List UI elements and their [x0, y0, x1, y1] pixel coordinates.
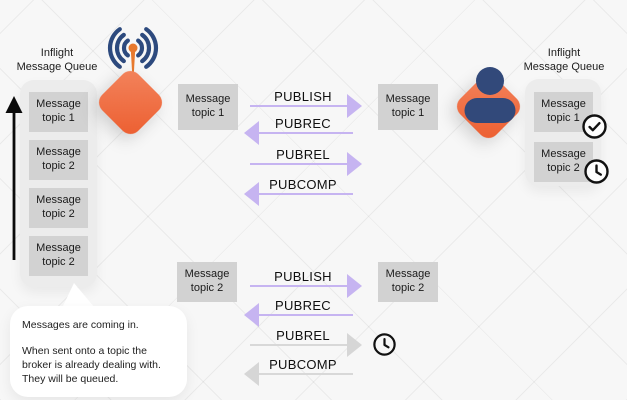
wifi-antenna-icon: [107, 27, 159, 74]
receiver-message-box: Message topic 1: [378, 84, 438, 130]
right-queue-title: Inflight Message Queue: [523, 47, 605, 73]
broker-node: [94, 66, 167, 139]
speech-bubble-tail: [62, 283, 95, 308]
flow-arrow-pubrec: PUBREC: [240, 298, 366, 330]
arrow-head-icon: [347, 94, 362, 118]
note-speech-bubble: Messages are coming in. When sent onto a…: [10, 306, 187, 397]
person-icon: [464, 67, 516, 123]
up-arrow-icon: [5, 96, 23, 260]
flow-arrow-pubrec: PUBREC: [240, 116, 366, 148]
receiver-message-box: Message topic 2: [378, 262, 438, 302]
arrow-head-icon: [244, 303, 259, 327]
arrow-shaft: [259, 373, 353, 375]
queue-item: Message topic 2: [29, 188, 88, 228]
arrow-label: PUBREL: [276, 328, 330, 343]
flow-arrow-pubrel: PUBREL: [240, 147, 366, 179]
left-queue-title: Inflight Message Queue: [16, 47, 98, 73]
arrow-label: PUBREC: [275, 116, 331, 131]
arrow-label: PUBLISH: [274, 269, 332, 284]
arrow-shaft: [250, 344, 347, 346]
queue-item: Message topic 2: [29, 140, 88, 180]
queue-item: Message topic 2: [534, 142, 593, 182]
arrow-head-icon: [244, 362, 259, 386]
arrow-label: PUBCOMP: [269, 177, 337, 192]
arrow-label: PUBREL: [276, 147, 330, 162]
arrow-head-icon: [244, 182, 259, 206]
arrow-head-icon: [347, 274, 362, 298]
flow-arrow-publish: PUBLISH: [240, 269, 366, 301]
check-circle-icon: [582, 114, 607, 139]
clock-icon: [584, 159, 609, 184]
arrow-shaft: [250, 285, 347, 287]
arrow-shaft: [259, 314, 353, 316]
arrow-head-icon: [347, 333, 362, 357]
arrow-shaft: [250, 163, 347, 165]
note-line-1: Messages are coming in.: [22, 319, 139, 331]
flow-arrow-pubcomp: PUBCOMP: [240, 177, 366, 209]
arrow-head-icon: [244, 121, 259, 145]
arrow-shaft: [259, 193, 353, 195]
arrow-head-icon: [347, 152, 362, 176]
flow-arrow-pubcomp-queued: PUBCOMP: [240, 357, 366, 389]
flow-arrow-pubrel-queued: PUBREL: [240, 328, 366, 360]
queue-item: Message topic 1: [29, 92, 88, 132]
sender-message-box: Message topic 1: [178, 84, 238, 130]
arrow-shaft: [250, 105, 347, 107]
sender-message-box: Message topic 2: [177, 262, 237, 302]
queue-item: Message topic 2: [29, 236, 88, 276]
note-line-2: When sent onto a topic the broker is alr…: [22, 344, 161, 385]
arrow-label: PUBREC: [275, 298, 331, 313]
clock-icon: [373, 333, 396, 356]
arrow-label: PUBCOMP: [269, 357, 337, 372]
arrow-shaft: [259, 132, 353, 134]
flow-arrow-publish: PUBLISH: [240, 89, 366, 121]
arrow-label: PUBLISH: [274, 89, 332, 104]
